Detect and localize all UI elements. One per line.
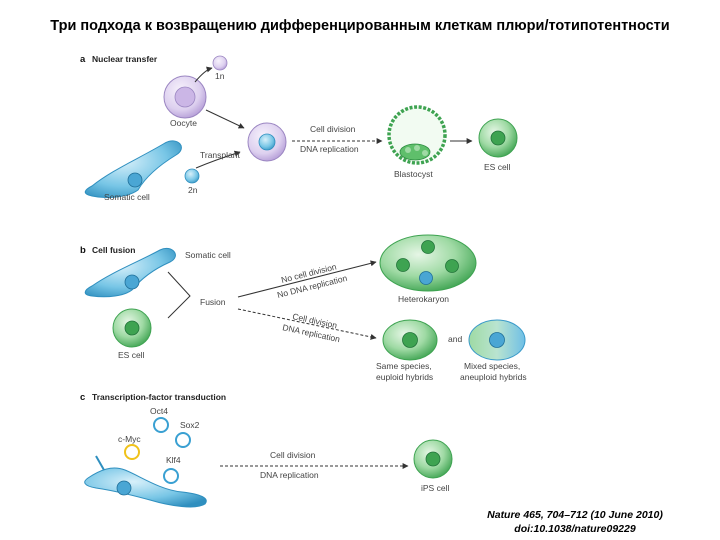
citation-line-2: doi:10.1038/nature09229 [514,523,636,535]
somatic-cell-b [84,248,176,298]
label-a-cell-division: Cell division [310,124,356,134]
ips-nucleus [425,451,441,467]
arrow-2n-to-oocyte [195,150,241,169]
label-mixed-species-1: Mixed species, [464,361,520,371]
label-fusion: Fusion [200,297,226,307]
reconstructed-nucleus [258,133,276,151]
label-oct4: Oct4 [150,406,168,416]
label-somatic-b: Somatic cell [185,250,231,260]
label-same-species-2: euploid hybrids [376,372,433,382]
somatic-nucleus-b [124,274,140,290]
panel-c: c Transcription-factor transduction Oct4… [80,392,453,508]
label-c-cell-division: Cell division [270,450,316,460]
label-a-dna-replication: DNA replication [300,144,359,154]
arrow-oocyte-to-reconstructed [205,109,245,129]
blastocyst [387,105,447,165]
label-transplant: Transplant [200,150,240,160]
es-nucleus-a [490,130,506,146]
arrow-no-division [237,260,377,298]
panel-b: b Cell fusion Somatic cell ES cell Fusio… [80,234,527,382]
panel-c-letter: c [80,392,85,403]
panel-a-title: Nuclear transfer [92,54,158,64]
panel-b-title: Cell fusion [92,245,135,255]
somatic-cell-c [84,467,207,508]
heterokaryon-nucleus-1 [421,240,435,254]
label-sox2: Sox2 [180,420,200,430]
panel-b-letter: b [80,245,86,256]
arrow-1n-out [194,66,213,83]
somatic-cell-c-tip [95,455,105,471]
heterokaryon-nucleus-2 [396,258,410,272]
label-oocyte: Oocyte [170,118,197,128]
label-heterokaryon: Heterokaryon [398,294,449,304]
same-species-nucleus [402,332,418,348]
panel-a: a Nuclear transfer Oocyte 1n Somatic cel… [80,54,518,202]
plasmid-sox2 [175,432,191,448]
somatic-nucleus-a [127,172,143,188]
arrow-with-division [237,308,377,340]
somatic-cell-a [84,140,182,199]
citation: Nature 465, 704–712 (10 June 2010) doi:1… [440,508,710,536]
plasmid-oct4 [153,417,169,433]
plasmid-klf4 [163,468,179,484]
citation-line-1: Nature 465, 704–712 (10 June 2010) [487,509,663,521]
label-es-cell-b: ES cell [118,350,145,360]
oocyte-nucleus [174,86,196,108]
heterokaryon-nucleus-3 [445,259,459,273]
label-klf4: Klf4 [166,455,181,465]
es-nucleus-b [124,320,140,336]
panel-a-letter: a [80,54,86,65]
page-title: Три подхода к возвращению дифференцирова… [50,18,670,34]
somatic-nucleus-c [116,480,132,496]
label-cmyc: c-Myc [118,434,141,444]
label-1n: 1n [215,71,225,81]
heterokaryon-cell [379,234,477,292]
fusion-bracket [167,271,191,319]
label-blastocyst: Blastocyst [394,169,433,179]
nucleus-1n [212,55,228,71]
nucleus-2n [184,168,200,184]
heterokaryon-somatic-nucleus [419,271,433,285]
label-mixed-species-2: aneuploid hybrids [460,372,527,382]
panel-c-title: Transcription-factor transduction [92,392,226,402]
label-ips-cell: iPS cell [421,483,449,493]
plasmid-cmyc [124,444,140,460]
label-somatic-a: Somatic cell [104,192,150,202]
label-2n: 2n [188,185,198,195]
mixed-species-nucleus [489,332,505,348]
label-and: and [448,334,462,344]
label-same-species-1: Same species, [376,361,432,371]
label-es-cell-a: ES cell [484,162,511,172]
label-c-dna-replication: DNA replication [260,470,319,480]
